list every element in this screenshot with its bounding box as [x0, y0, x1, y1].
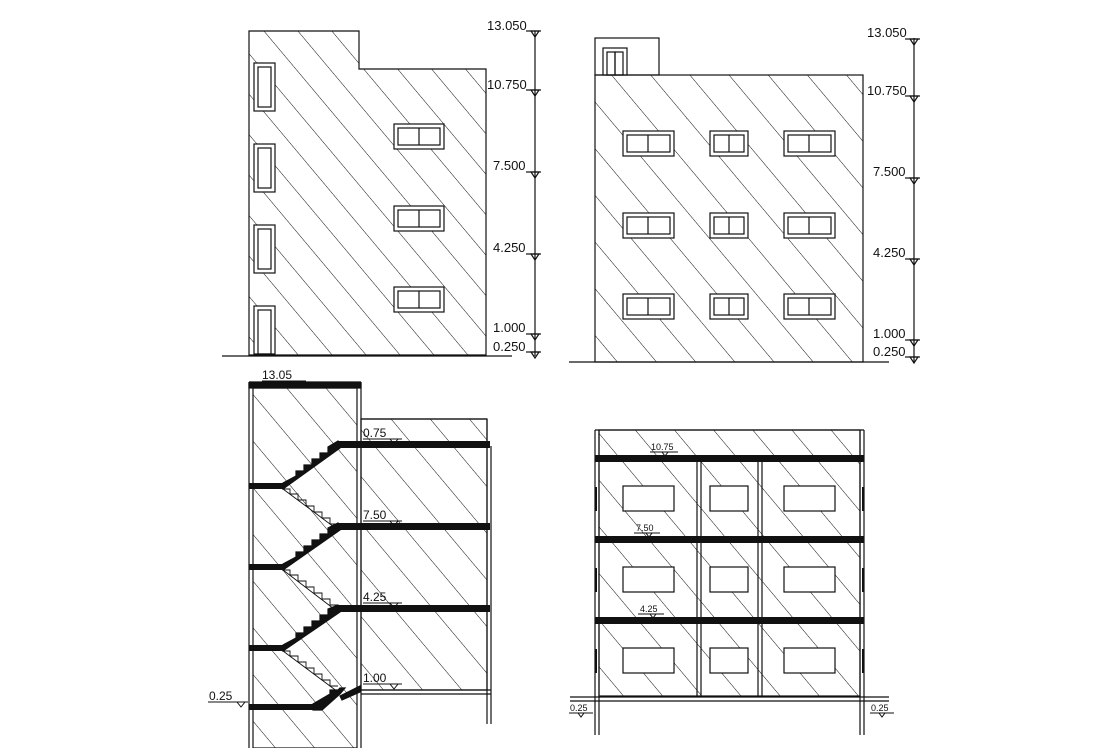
section-a-slabs — [249, 441, 490, 710]
level-label: 0.250 — [873, 344, 906, 359]
level-label: 10.750 — [867, 83, 907, 98]
stair-flights — [282, 440, 361, 711]
section-b-labels: 10.75 7.50 4.25 0.25 0.25 — [570, 442, 889, 713]
front-elevation-windows — [622, 130, 836, 320]
side-elevation — [222, 30, 541, 360]
stair-flights-below — [282, 488, 339, 693]
level-label: 7.50 — [636, 523, 654, 533]
level-label: 0.250 — [493, 339, 526, 354]
section-a — [208, 380, 492, 748]
section-a-level-marks — [208, 380, 402, 708]
level-label: 13.050 — [867, 25, 907, 40]
level-label: 13.050 — [487, 18, 527, 33]
level-label: 1.00 — [363, 671, 387, 685]
side-elevation-outline — [248, 30, 487, 356]
side-elevation-windows — [393, 123, 445, 313]
side-elevation-tall-windows — [253, 62, 276, 355]
section-a-labels: 13.05 0.75 7.50 4.25 1.00 0.25 — [209, 368, 387, 703]
level-label: 13.05 — [262, 368, 292, 382]
level-label: 1.000 — [493, 320, 526, 335]
level-label: 7.50 — [363, 508, 387, 522]
level-markers-left — [526, 30, 541, 360]
level-label: 0.25 — [209, 689, 233, 703]
level-label: 0.25 — [871, 703, 889, 713]
level-label: 4.250 — [493, 240, 526, 255]
level-labels-left: 13.050 10.750 7.500 4.250 1.000 0.250 — [487, 18, 527, 354]
section-b-windows — [622, 485, 836, 674]
section-b — [569, 429, 894, 735]
level-label: 4.250 — [873, 245, 906, 260]
level-labels-right: 13.050 10.750 7.500 4.250 1.000 0.250 — [867, 25, 907, 359]
level-label: 7.500 — [873, 164, 906, 179]
level-label: 1.000 — [873, 326, 906, 341]
level-label: 7.500 — [493, 158, 526, 173]
level-label: 4.25 — [640, 604, 658, 614]
level-markers-right — [905, 38, 920, 365]
level-label: 4.25 — [363, 590, 387, 604]
level-label: 0.75 — [363, 426, 387, 440]
level-label: 10.750 — [487, 77, 527, 92]
section-b-slabs — [595, 455, 864, 624]
level-label: 10.75 — [651, 442, 674, 452]
level-label: 0.25 — [570, 703, 588, 713]
front-elevation — [569, 37, 920, 365]
section-b-level-marks — [569, 451, 894, 718]
